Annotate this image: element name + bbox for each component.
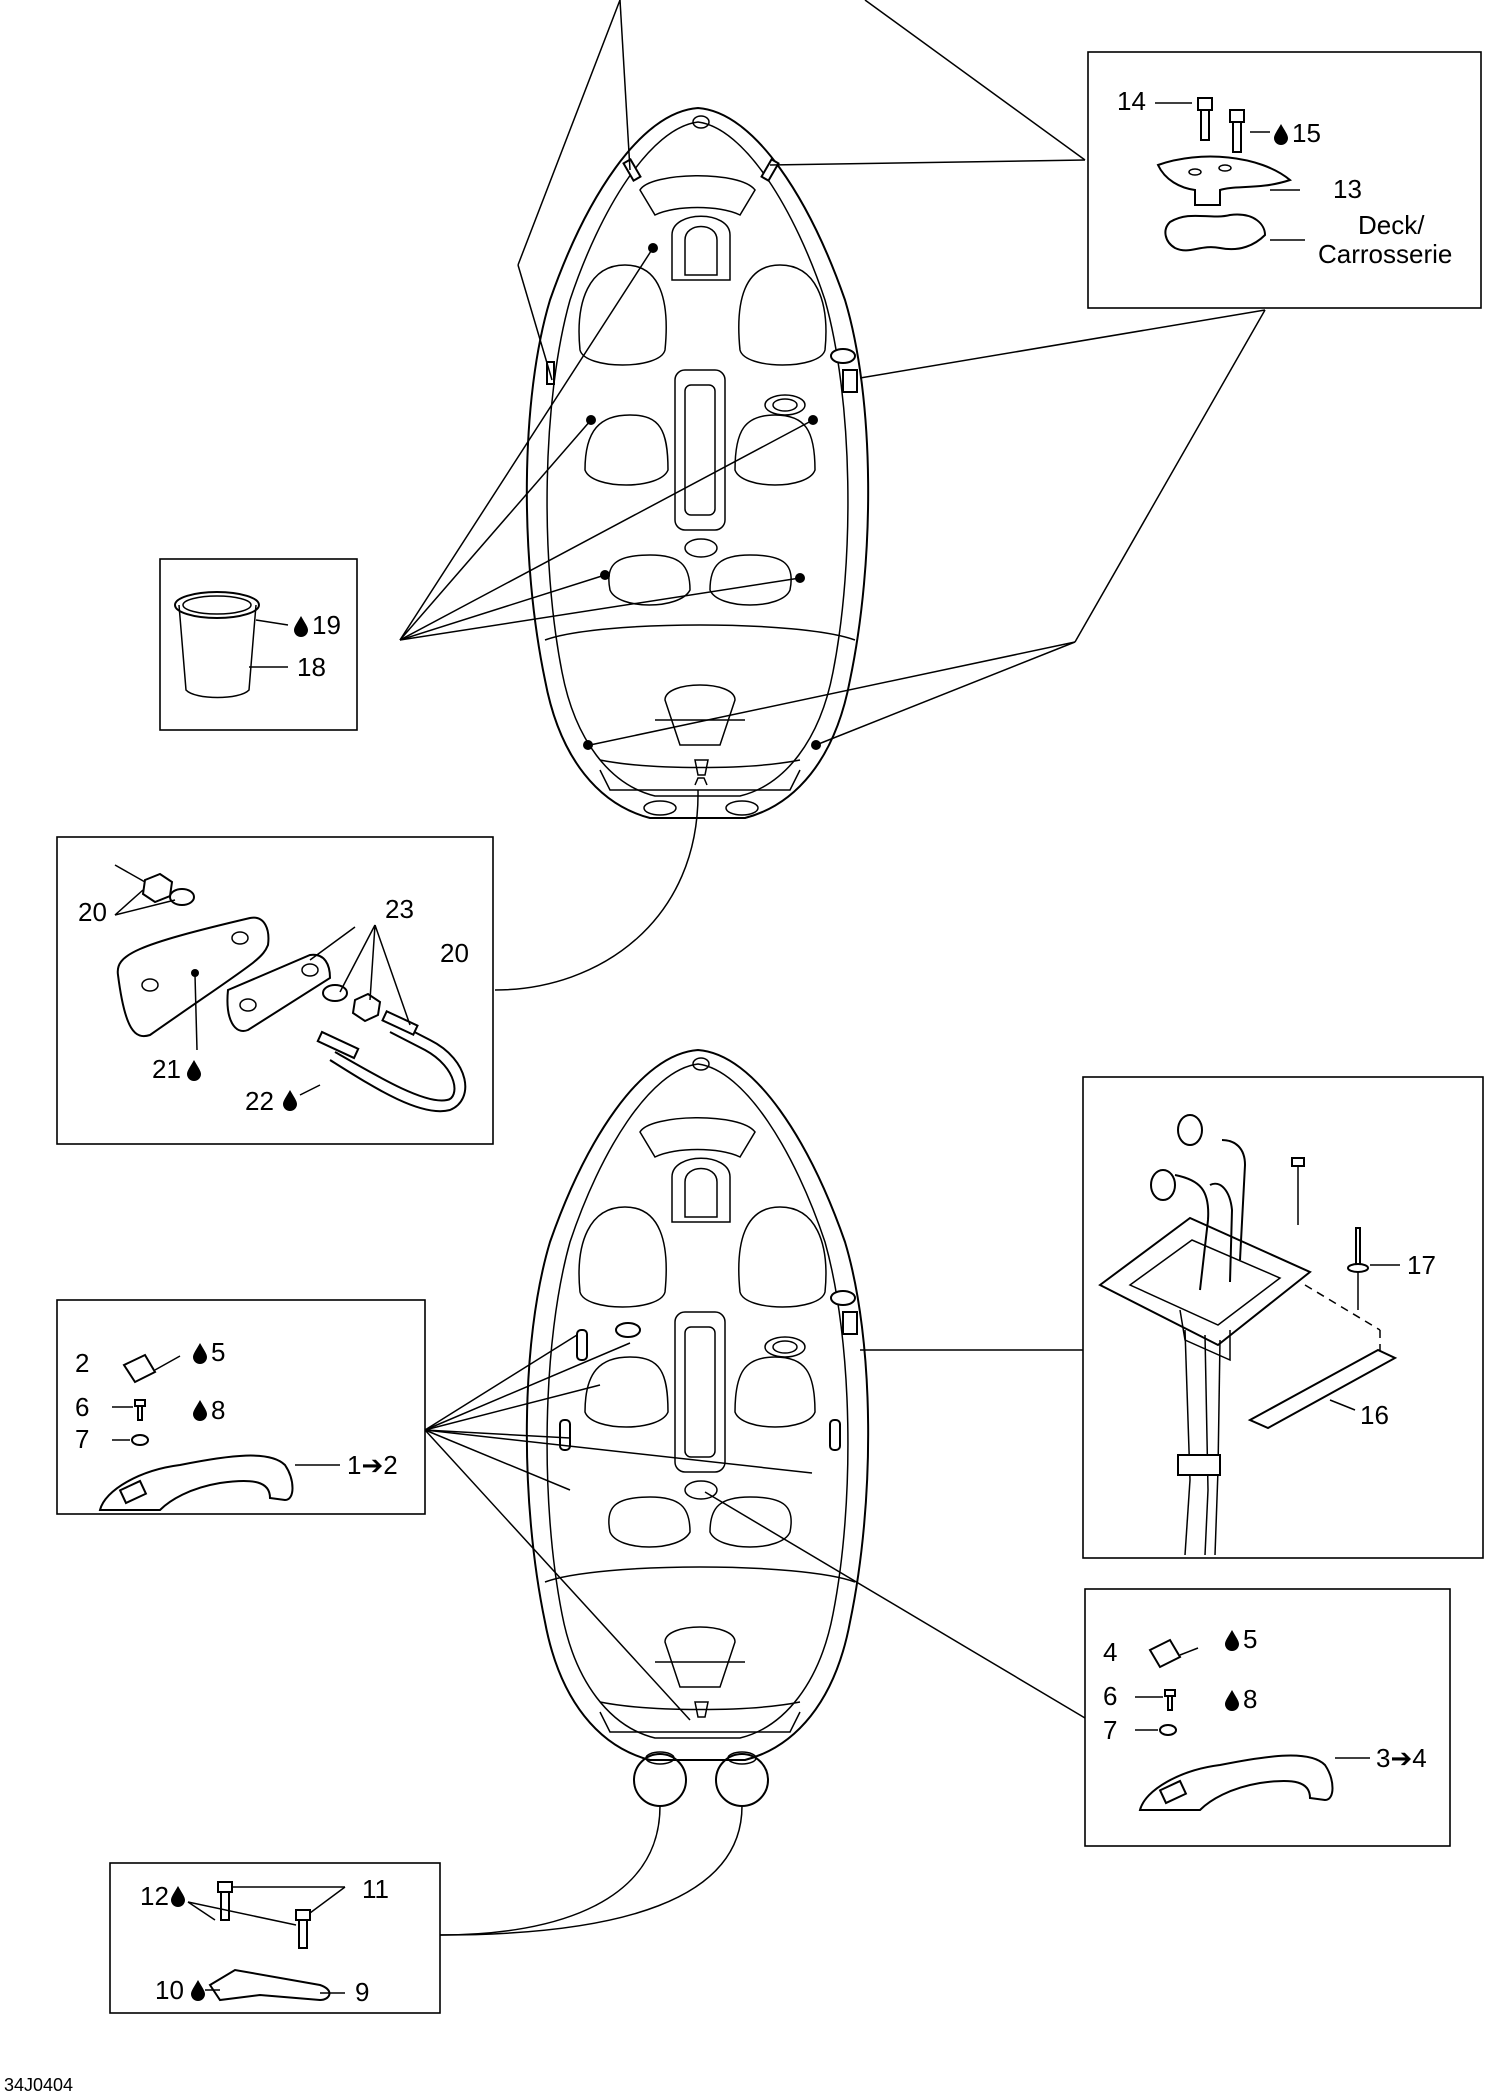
callout-3-4: 3➔4 bbox=[1376, 1743, 1427, 1773]
callout-12: 12 bbox=[140, 1881, 169, 1911]
callout-2: 2 bbox=[75, 1348, 89, 1378]
drop-icon bbox=[193, 1400, 207, 1421]
callout-11: 11 bbox=[362, 1874, 389, 1904]
callout-19: 19 bbox=[312, 610, 341, 640]
callout-7-rear: 7 bbox=[1103, 1715, 1117, 1745]
grab-handle-rear-box: 4 5 6 8 7 3➔4 bbox=[1084, 1588, 1451, 1847]
callout-4: 4 bbox=[1103, 1637, 1117, 1667]
callout-10: 10 bbox=[155, 1975, 184, 2005]
leader-lines bbox=[399, 0, 1266, 1936]
u-bolt-box: 20 23 20 21 22 bbox=[56, 836, 494, 1145]
drop-icon bbox=[283, 1090, 297, 1111]
callout-6-rear: 6 bbox=[1103, 1681, 1117, 1711]
cup-holder-box: 19 18 bbox=[159, 558, 358, 731]
drop-icon bbox=[1225, 1630, 1239, 1651]
grab-handle-front-box: 2 5 6 8 7 1➔2 bbox=[56, 1299, 426, 1515]
bumper-hardware-box: 12 11 10 9 bbox=[109, 1862, 441, 2014]
callout-21: 21 bbox=[152, 1054, 181, 1084]
drop-icon bbox=[1225, 1690, 1239, 1711]
drop-icon bbox=[171, 1886, 185, 1907]
drop-icon bbox=[294, 616, 308, 637]
callout-1-2: 1➔2 bbox=[347, 1450, 398, 1480]
boat-top-view-upper bbox=[525, 106, 870, 819]
callout-7-front: 7 bbox=[75, 1424, 89, 1454]
callout-8-rear: 8 bbox=[1243, 1684, 1257, 1714]
diagram-id: 34J0404 bbox=[4, 2075, 73, 2095]
callout-17: 17 bbox=[1407, 1250, 1436, 1280]
callout-20-top: 20 bbox=[78, 897, 107, 927]
callout-6-front: 6 bbox=[75, 1392, 89, 1422]
shifter-box: 17 16 bbox=[1082, 1076, 1484, 1559]
callout-14: 14 bbox=[1117, 86, 1146, 116]
callout-13: 13 bbox=[1333, 174, 1362, 204]
callout-9: 9 bbox=[355, 1977, 369, 2007]
callout-8-front: 8 bbox=[211, 1395, 225, 1425]
drop-icon bbox=[187, 1060, 201, 1081]
boat-top-view-lower bbox=[525, 1048, 870, 1807]
callout-18: 18 bbox=[297, 652, 326, 682]
callout-5-front: 5 bbox=[211, 1337, 225, 1367]
label-carrosserie: Carrosserie bbox=[1318, 239, 1452, 269]
callout-20-right: 20 bbox=[440, 938, 469, 968]
callout-5-rear: 5 bbox=[1243, 1624, 1257, 1654]
callout-23: 23 bbox=[385, 894, 414, 924]
callout-15: 15 bbox=[1292, 118, 1321, 148]
callout-16: 16 bbox=[1360, 1400, 1389, 1430]
drop-icon bbox=[193, 1343, 207, 1364]
drop-icon bbox=[1274, 124, 1288, 145]
cleat-detail-box: 14 15 13 Deck/ Carrosserie bbox=[1087, 51, 1482, 309]
label-deck: Deck/ bbox=[1358, 210, 1425, 240]
drop-icon bbox=[191, 1980, 205, 2001]
callout-22: 22 bbox=[245, 1086, 274, 1116]
